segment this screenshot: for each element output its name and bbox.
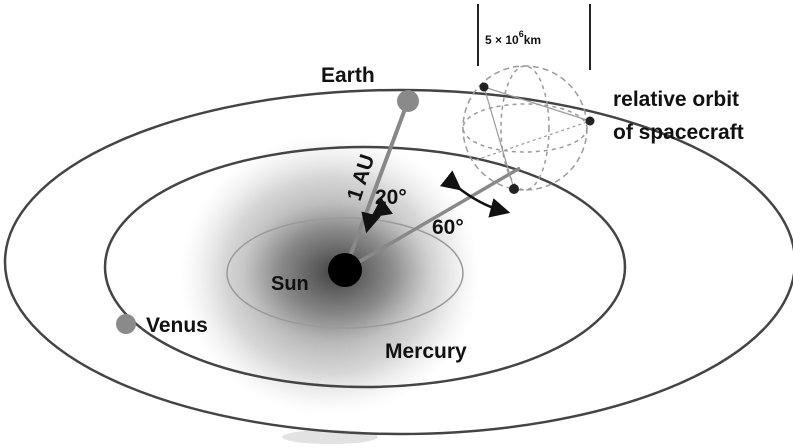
sun-label: Sun <box>271 273 309 295</box>
spacecraft-right-dot <box>585 116 595 126</box>
sun-body <box>328 253 362 287</box>
venus-label: Venus <box>146 314 208 337</box>
spacecraft-top-dot <box>479 82 489 92</box>
angle-20-label: 20° <box>375 186 407 209</box>
scale-bar-label: 5 × 106km <box>485 29 541 47</box>
angle-60-label: 60° <box>432 216 464 239</box>
earth-orbit <box>103 145 627 389</box>
angle-20-arc <box>361 197 393 234</box>
earth-radius-line <box>343 100 410 271</box>
relative-orbit-label-line2: of spacecraft <box>613 121 744 144</box>
mercury-label: Mercury <box>385 340 467 363</box>
spacecraft-bottom-dot <box>509 184 519 194</box>
mercury-orbit <box>226 217 464 329</box>
angle-60-arc <box>439 170 511 218</box>
venus-planet <box>116 314 136 334</box>
relative-orbit-label-line1: relative orbit <box>613 88 739 111</box>
outer-orbit <box>3 88 793 436</box>
earth-planet <box>397 90 419 112</box>
earth-label: Earth <box>321 64 375 87</box>
